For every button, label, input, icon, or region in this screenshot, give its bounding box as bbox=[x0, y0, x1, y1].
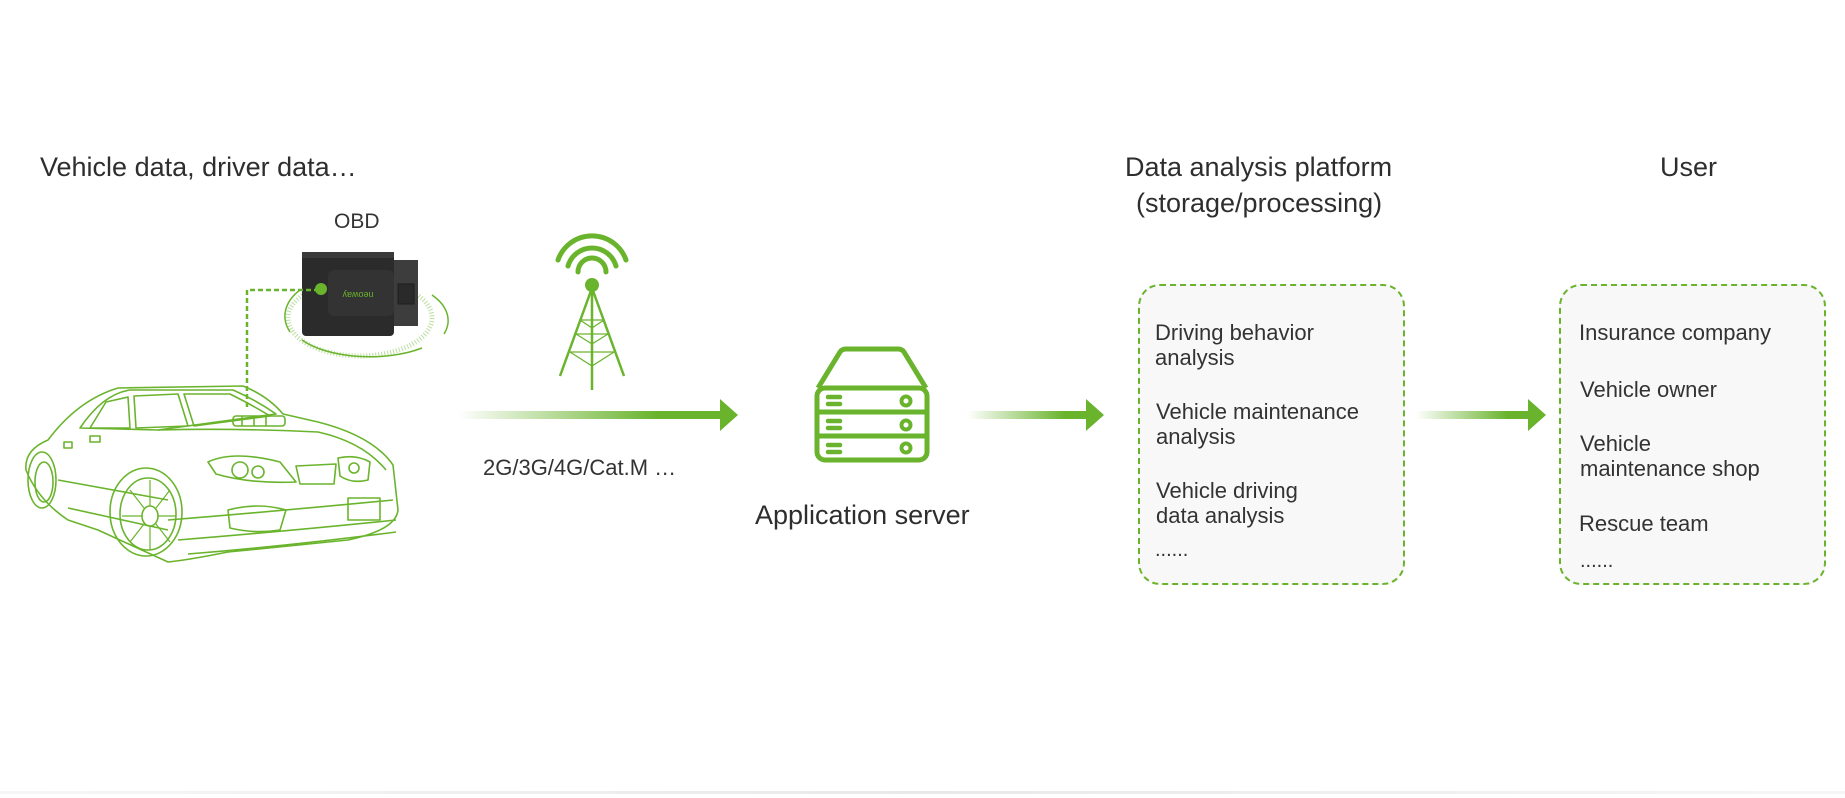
obd-device-icon: neoway bbox=[284, 252, 449, 359]
signal-arc-right bbox=[431, 294, 449, 335]
source-title: Vehicle data, driver data… bbox=[40, 152, 357, 182]
car-outline-icon bbox=[25, 385, 399, 563]
user-title: User bbox=[1660, 152, 1718, 182]
obd-label: OBD bbox=[334, 210, 380, 233]
user-item: Vehicle maintenance shop bbox=[1580, 431, 1760, 481]
platform-item: Vehicle driving data analysis bbox=[1156, 478, 1298, 528]
obd-led bbox=[315, 283, 327, 295]
bottom-divider bbox=[0, 791, 1845, 794]
signal-arc-bottom bbox=[301, 339, 423, 358]
flow-arrow-server-to-platform bbox=[968, 399, 1104, 431]
platform-title-line1: Data analysis platform bbox=[1125, 152, 1393, 182]
platform-item-more: ...... bbox=[1155, 539, 1189, 561]
platform-title-line2: (storage/processing) bbox=[1136, 188, 1383, 218]
server-icon bbox=[814, 346, 930, 463]
server-label: Application server bbox=[755, 500, 970, 530]
signal-arc-left bbox=[284, 289, 301, 333]
user-item: Vehicle owner bbox=[1580, 377, 1717, 402]
network-label: 2G/3G/4G/Cat.M … bbox=[483, 455, 677, 480]
user-item-more: ...... bbox=[1580, 550, 1614, 572]
platform-box: Driving behavior analysis Vehicle mainte… bbox=[1138, 284, 1405, 585]
user-box: Insurance company Vehicle owner Vehicle … bbox=[1559, 284, 1826, 585]
flow-arrow-device-to-server bbox=[458, 399, 738, 431]
platform-item: Vehicle maintenance analysis bbox=[1156, 399, 1360, 449]
flow-arrow-platform-to-user bbox=[1416, 399, 1546, 431]
platform-item: Driving behavior analysis bbox=[1155, 320, 1314, 370]
device-brand: neoway bbox=[342, 290, 374, 300]
signal-wave-inner bbox=[575, 255, 609, 275]
signal-wave-middle bbox=[565, 245, 619, 269]
obd-connector-line bbox=[245, 288, 321, 407]
cell-tower-icon bbox=[555, 233, 629, 390]
user-item: Rescue team bbox=[1579, 511, 1709, 536]
user-item: Insurance company bbox=[1579, 320, 1771, 345]
signal-wave-outer bbox=[555, 233, 629, 263]
